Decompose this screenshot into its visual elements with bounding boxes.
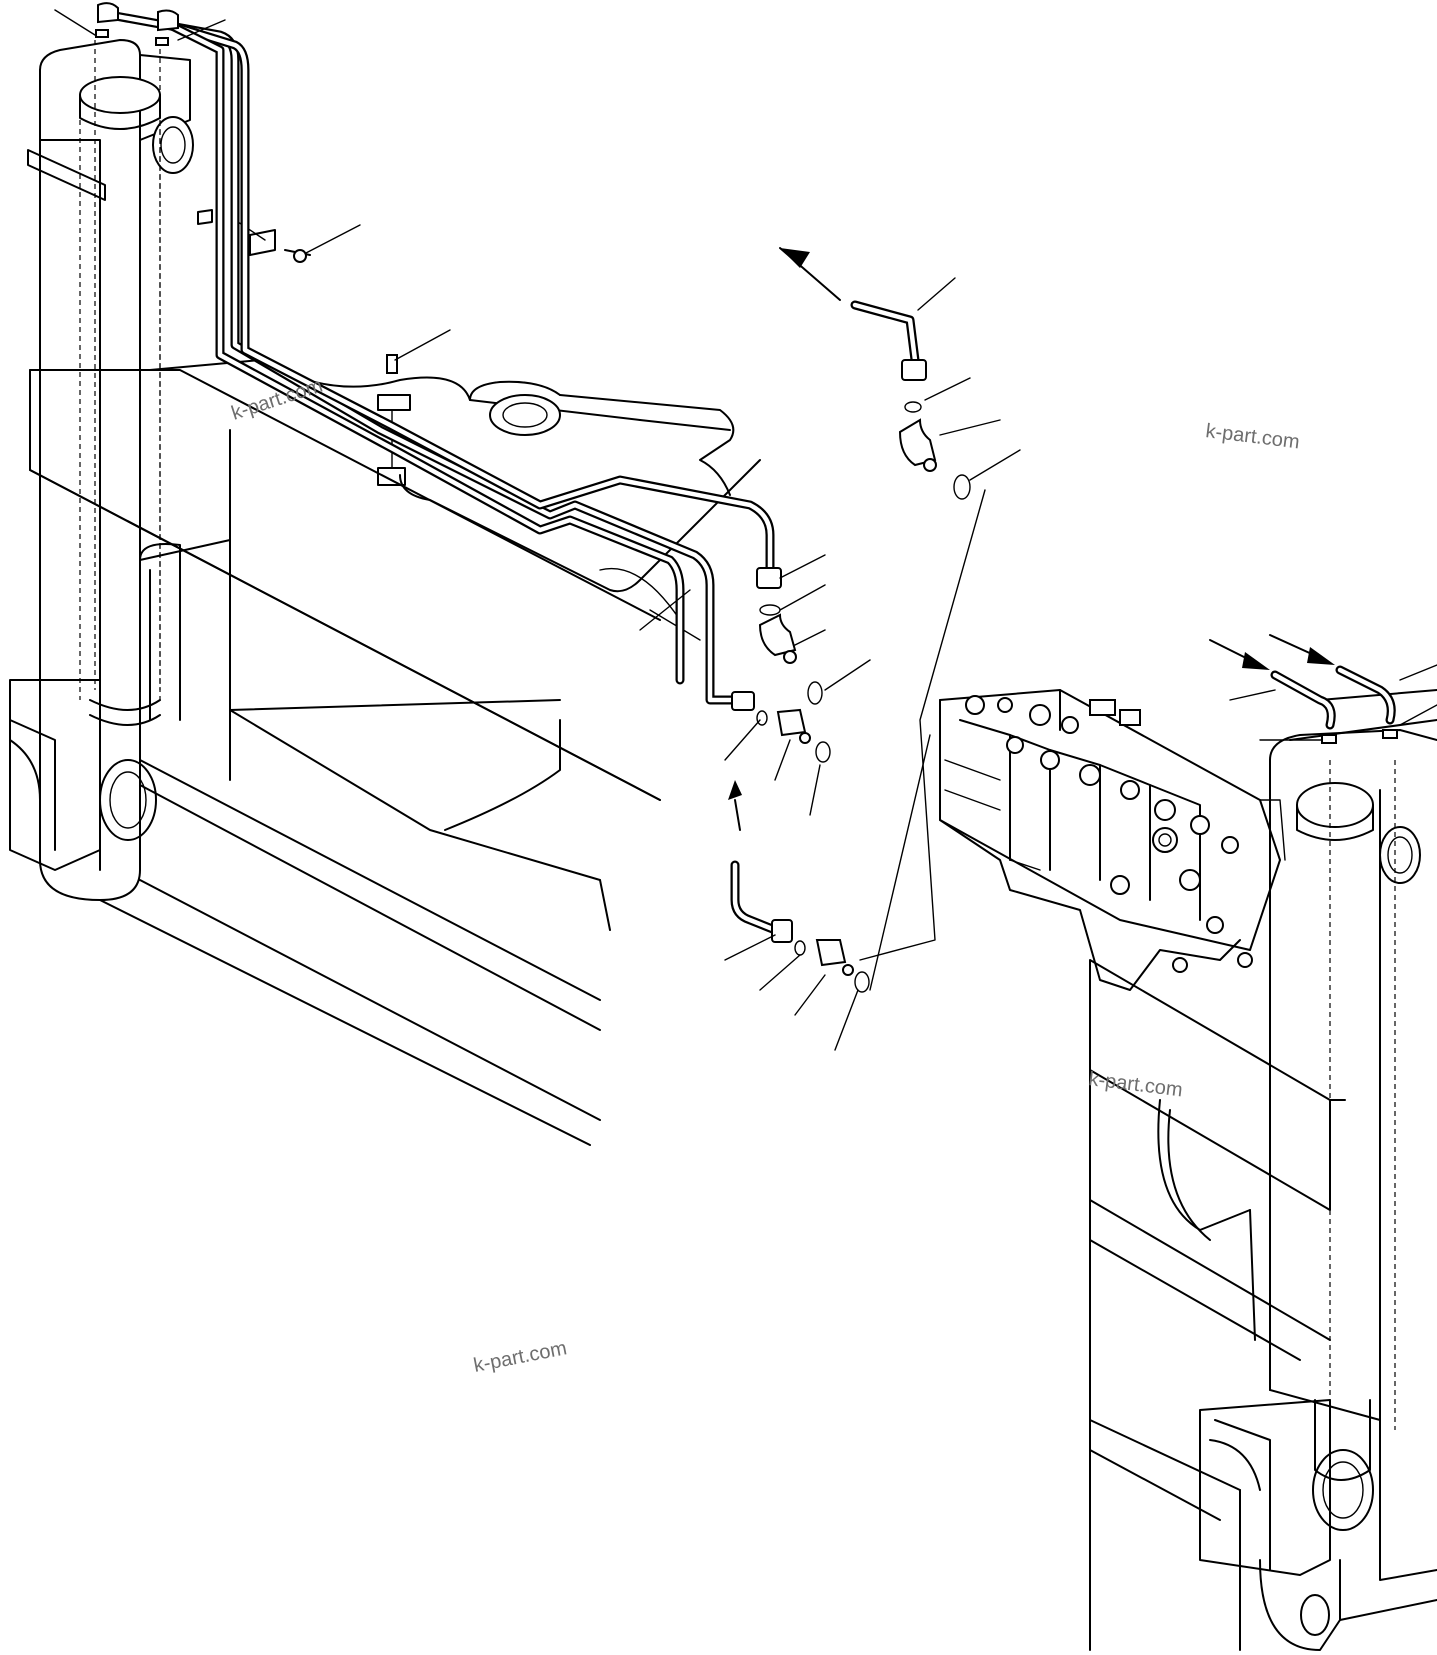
left-cylinder-head	[79, 40, 194, 700]
left-cross-beam	[29, 369, 661, 801]
fitting-set-lower-left	[639, 589, 831, 816]
arrow-pipe-upper	[779, 247, 1021, 961]
control-valve-block	[939, 689, 1286, 991]
pipe-assembly-left	[105, 10, 775, 705]
pipe-clamp-middle	[377, 329, 451, 486]
arrow-pipe-lower	[724, 734, 931, 1051]
right-mast	[1269, 689, 1437, 1531]
right-lower-mount	[1199, 1399, 1437, 1651]
right-inlet-pipes	[1209, 634, 1437, 744]
watermark-4: k-part.com	[472, 1337, 569, 1377]
fitting-set-upper	[756, 554, 871, 705]
lower-frame-rails	[99, 699, 611, 1146]
elbow-fittings-top	[54, 2, 226, 46]
pipe-clamp-upper	[197, 209, 361, 263]
watermark-2: k-part.com	[1204, 420, 1300, 453]
right-frame	[1089, 959, 1346, 1651]
